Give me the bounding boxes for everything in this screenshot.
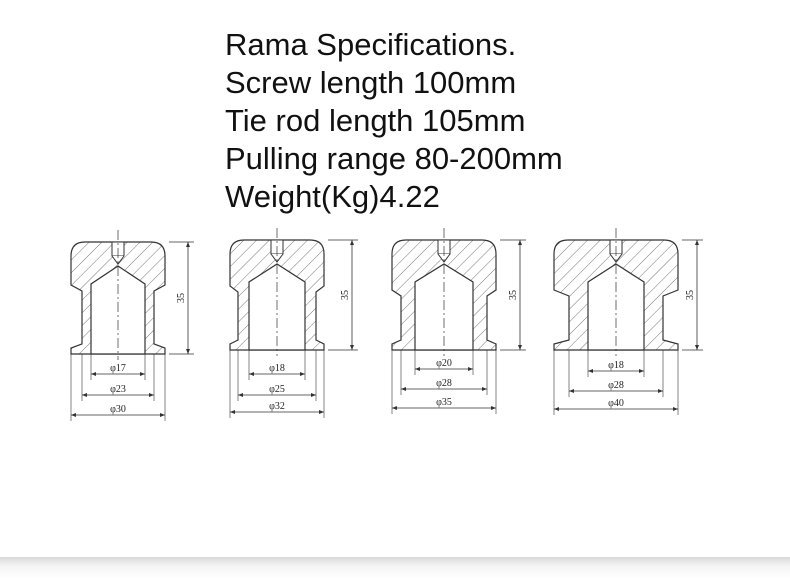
diameter-dimension-line-arrow-right bbox=[468, 367, 473, 371]
diameter-dimension-line-arrow-right bbox=[673, 407, 678, 411]
bottom-shadow-bar bbox=[0, 557, 790, 579]
adapter-section-4: 35 φ18 φ28 φ40 bbox=[553, 228, 703, 415]
diameter-label-2: φ28 bbox=[436, 378, 452, 389]
diameter-dimension-line-arrow-left bbox=[588, 369, 593, 373]
height-arrow-bottom bbox=[186, 349, 190, 354]
diameter-dimension-line-arrow-right bbox=[149, 393, 154, 397]
height-dimension-label: 35 bbox=[176, 293, 187, 303]
height-arrow-bottom bbox=[518, 345, 522, 350]
diameter-label-1: φ17 bbox=[110, 363, 126, 374]
diameter-dimension-line-arrow-left bbox=[392, 406, 397, 410]
specifications-text: Rama Specifications. Screw length 100mm … bbox=[225, 26, 563, 216]
adapter-hole-tip bbox=[609, 253, 623, 263]
height-dimension-label: 35 bbox=[508, 290, 519, 300]
height-dimension-label: 35 bbox=[340, 290, 351, 300]
adapter-section-1: 35 φ17 φ23 φ30 bbox=[70, 230, 194, 421]
diameter-dimension-line-arrow-left bbox=[554, 407, 559, 411]
diameter-dimension-line-arrow-left bbox=[415, 367, 420, 371]
spec-line-tie-rod-length: Tie rod length 105mm bbox=[225, 103, 526, 138]
spec-line-pulling-range: Pulling range 80-200mm bbox=[225, 141, 563, 176]
diameter-label-1: φ18 bbox=[269, 363, 285, 374]
adapter-section-3: 35 φ20 φ28 φ35 bbox=[391, 228, 526, 414]
diameter-label-1: φ20 bbox=[436, 358, 452, 369]
diameter-dimension-line-arrow-right bbox=[319, 410, 324, 414]
diameter-dimension-line-arrow-left bbox=[91, 372, 96, 376]
adapter-hole-tip bbox=[111, 255, 125, 265]
diameter-dimension-line-arrow-left bbox=[401, 387, 406, 391]
spec-line-weight: Weight(Kg)4.22 bbox=[225, 179, 440, 214]
diameter-dimension-line-arrow-right bbox=[639, 369, 644, 373]
adapter-hole-tip bbox=[437, 253, 451, 263]
diameter-label-3: φ40 bbox=[608, 398, 624, 409]
diameter-label-2: φ25 bbox=[269, 384, 285, 395]
diameter-dimension-line-arrow-left bbox=[71, 413, 76, 417]
height-dimension-label: 35 bbox=[685, 290, 696, 300]
diameter-dimension-line-arrow-left bbox=[249, 372, 254, 376]
diameter-dimension-line-arrow-right bbox=[140, 372, 145, 376]
diameter-dimension-line-arrow-left bbox=[238, 393, 243, 397]
diameter-dimension-line-arrow-right bbox=[160, 413, 165, 417]
diameter-dimension-line-arrow-right bbox=[658, 389, 663, 393]
diameter-label-3: φ35 bbox=[436, 397, 452, 408]
diameter-dimension-line-arrow-left bbox=[82, 393, 87, 397]
height-arrow-bottom bbox=[695, 345, 699, 350]
spec-line-title: Rama Specifications. bbox=[225, 27, 517, 62]
height-arrow-top bbox=[350, 240, 354, 245]
height-arrow-top bbox=[518, 240, 522, 245]
height-arrow-bottom bbox=[350, 345, 354, 350]
spec-line-screw-length: Screw length 100mm bbox=[225, 65, 517, 100]
height-arrow-top bbox=[186, 242, 190, 247]
diameter-dimension-line-arrow-right bbox=[491, 406, 496, 410]
diameter-dimension-line-arrow-right bbox=[482, 387, 487, 391]
diameter-label-2: φ28 bbox=[608, 380, 624, 391]
height-arrow-top bbox=[695, 240, 699, 245]
diameter-dimension-line-arrow-right bbox=[300, 372, 305, 376]
diameter-label-2: φ23 bbox=[110, 384, 126, 395]
diameter-dimension-line-arrow-left bbox=[230, 410, 235, 414]
adapter-section-2: 35 φ18 φ25 φ32 bbox=[229, 228, 358, 418]
diameter-dimension-line-arrow-left bbox=[569, 389, 574, 393]
diameter-label-1: φ18 bbox=[608, 360, 624, 371]
diameter-label-3: φ30 bbox=[110, 404, 126, 415]
diameter-label-3: φ32 bbox=[269, 401, 285, 412]
diameter-dimension-line-arrow-right bbox=[311, 393, 316, 397]
adapter-hole-tip bbox=[270, 253, 284, 263]
